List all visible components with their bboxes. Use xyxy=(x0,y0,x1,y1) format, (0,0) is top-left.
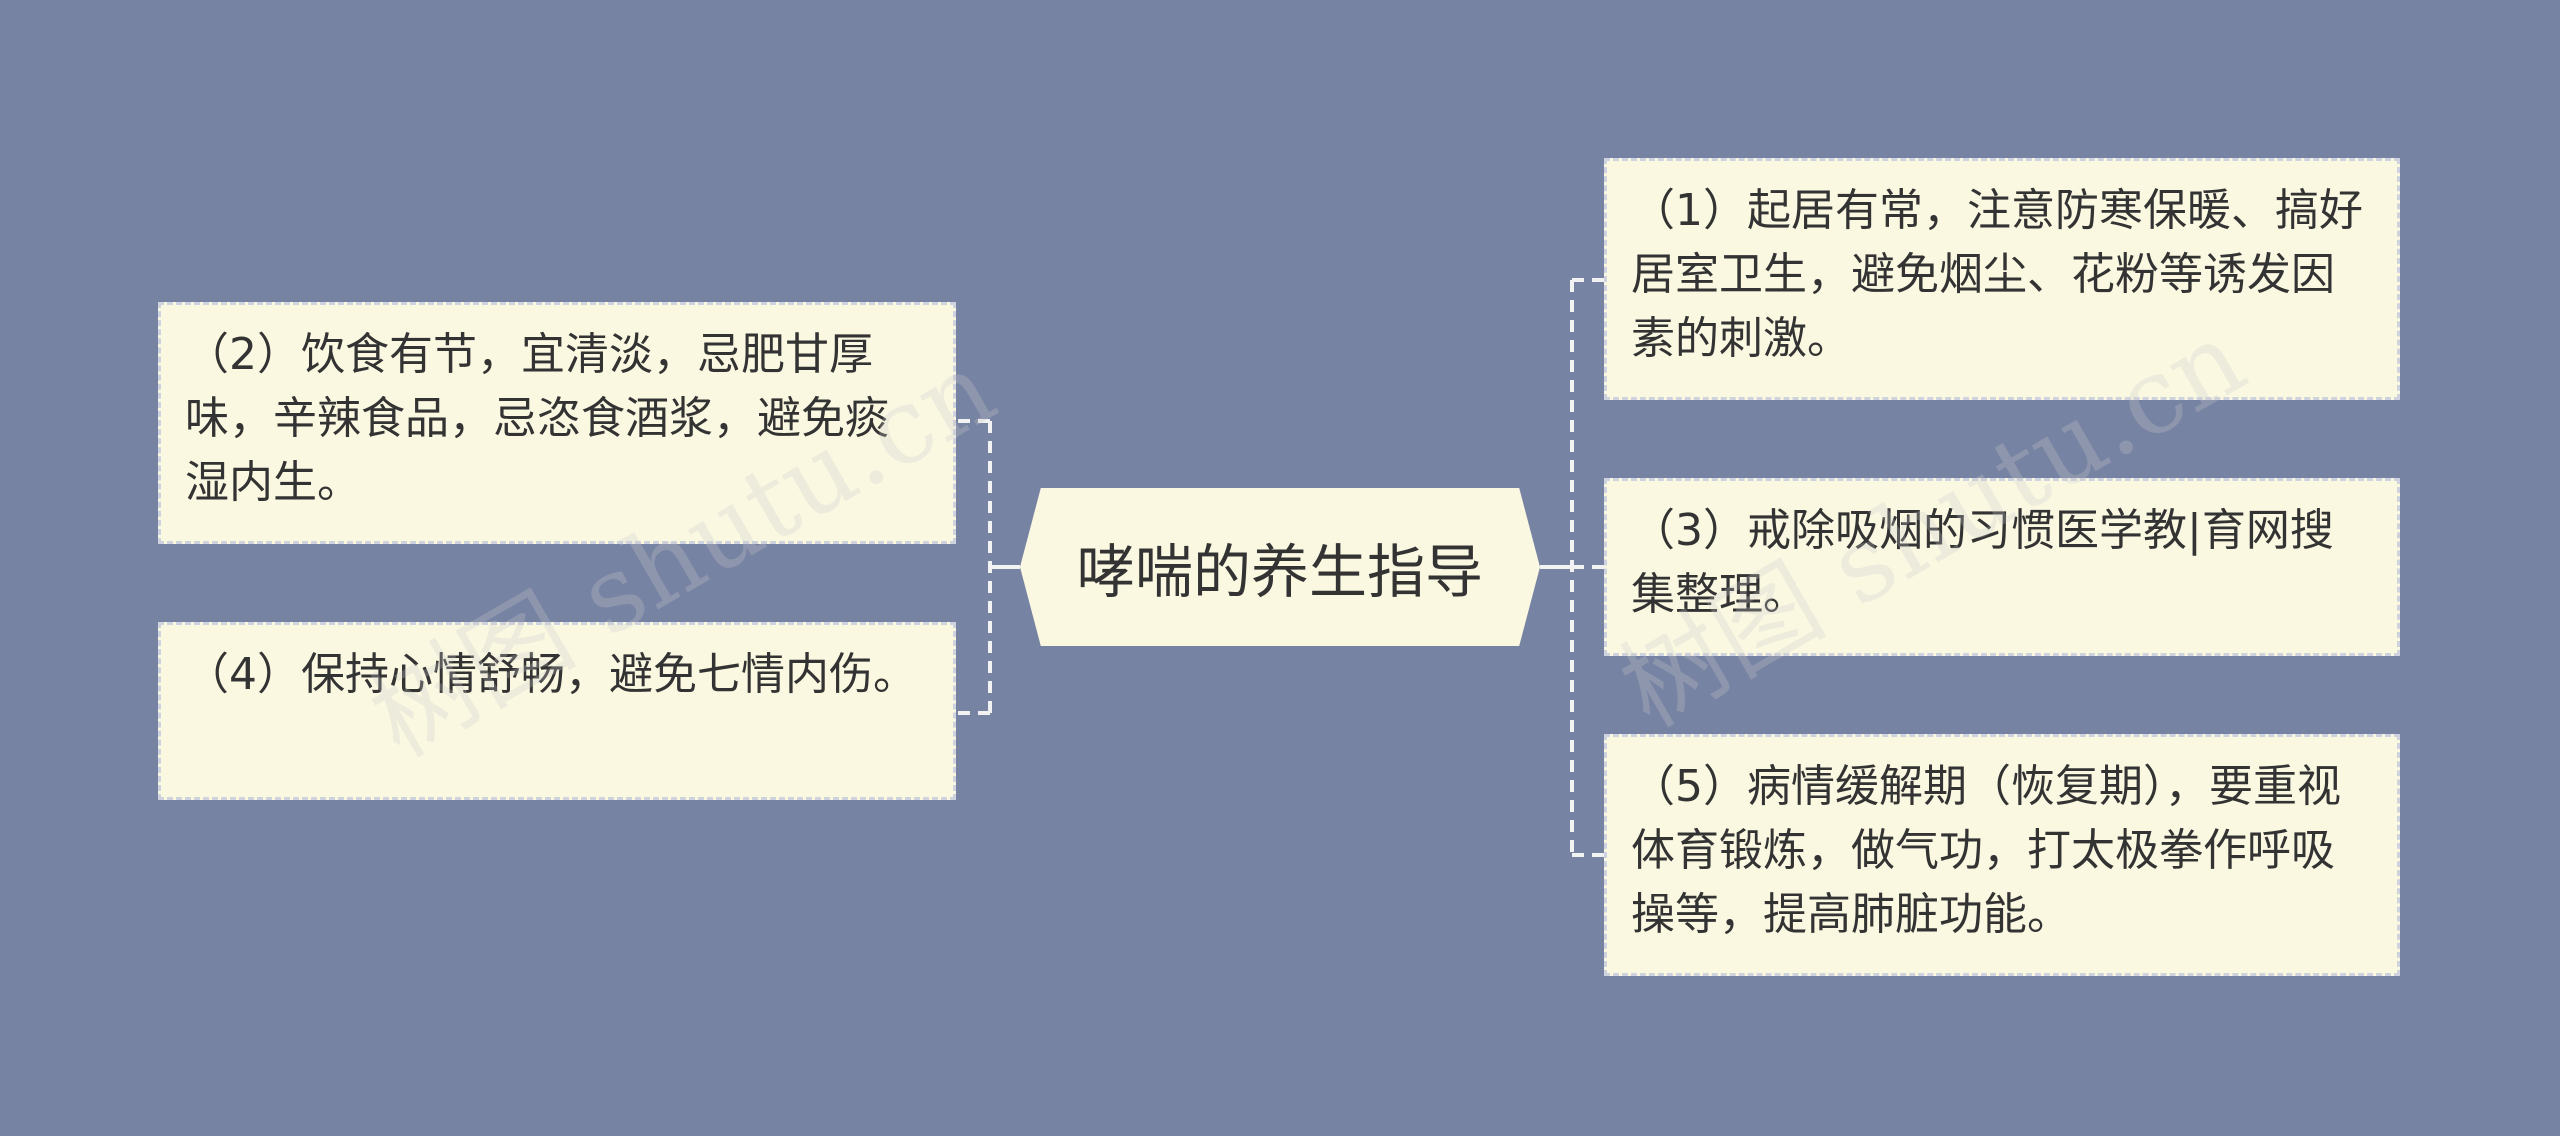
center-topic-text: 哮喘的养生指导 xyxy=(1076,538,1483,606)
right-node-smoking-text: （3）戒除吸烟的习惯医学教|育网搜集整理。 xyxy=(1631,505,2334,620)
left-node-mood-text: （4）保持心情舒畅，避免七情内伤。 xyxy=(185,649,917,700)
left-node-diet-text: （2）饮食有节，宜清淡，忌肥甘厚味，辛辣食品，忌恣食酒浆，避免痰湿内生。 xyxy=(185,329,889,508)
left-node-diet[interactable]: （2）饮食有节，宜清淡，忌肥甘厚味，辛辣食品，忌恣食酒浆，避免痰湿内生。 xyxy=(158,302,956,544)
right-node-lifestyle-text: （1）起居有常，注意防寒保暖、搞好居室卫生，避免烟尘、花粉等诱发因素的刺激。 xyxy=(1631,185,2363,364)
center-topic-node[interactable]: 哮喘的养生指导 xyxy=(1020,488,1540,646)
left-node-mood[interactable]: （4）保持心情舒畅，避免七情内伤。 xyxy=(158,622,956,800)
right-node-smoking[interactable]: （3）戒除吸烟的习惯医学教|育网搜集整理。 xyxy=(1604,478,2400,656)
right-node-lifestyle[interactable]: （1）起居有常，注意防寒保暖、搞好居室卫生，避免烟尘、花粉等诱发因素的刺激。 xyxy=(1604,158,2400,400)
right-node-recovery[interactable]: （5）病情缓解期（恢复期），要重视体育锻炼，做气功，打太极拳作呼吸操等，提高肺脏… xyxy=(1604,734,2400,976)
right-node-recovery-text: （5）病情缓解期（恢复期），要重视体育锻炼，做气功，打太极拳作呼吸操等，提高肺脏… xyxy=(1631,761,2341,940)
